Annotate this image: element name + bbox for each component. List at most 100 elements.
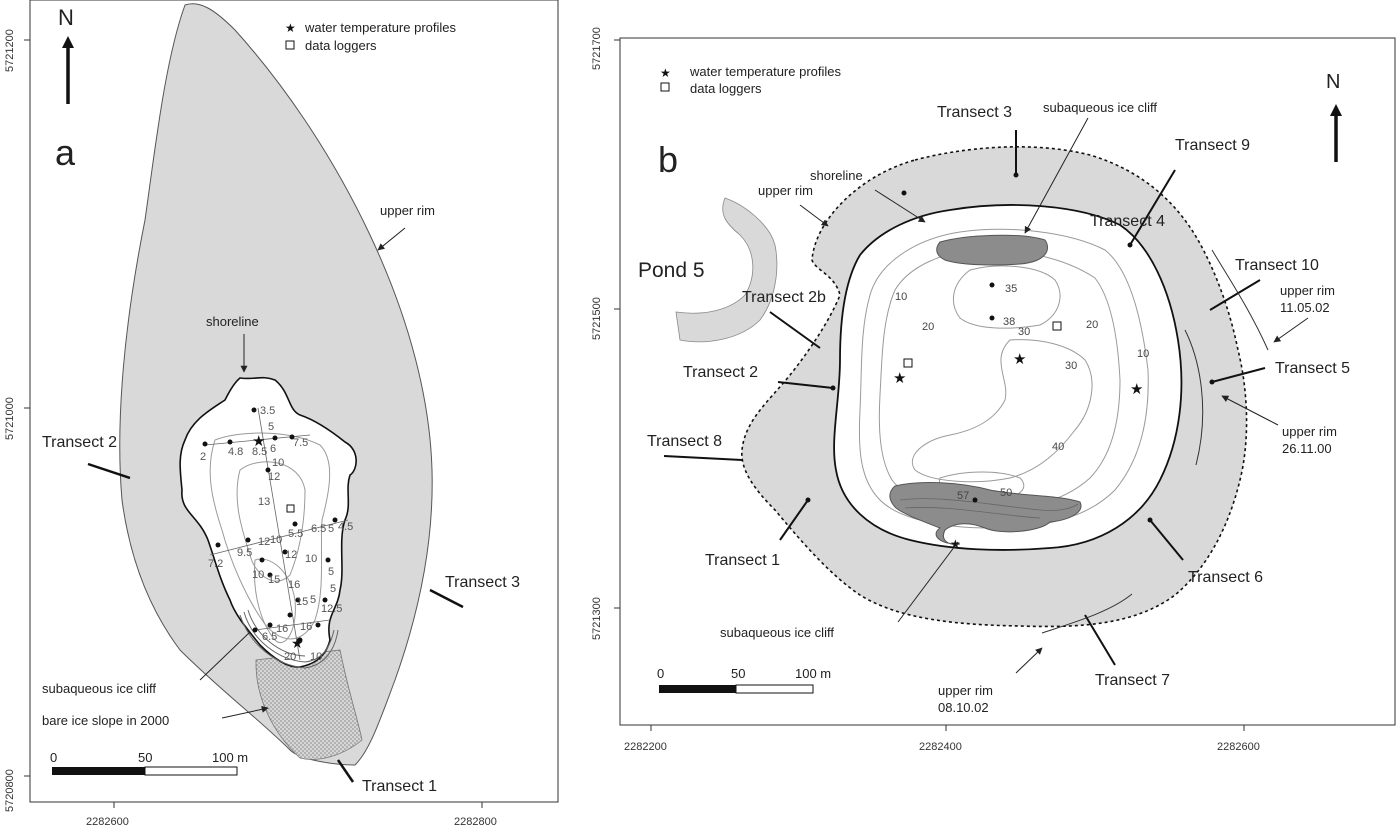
legend-square-label: data loggers <box>690 81 762 96</box>
depth-label: 10 <box>310 651 322 663</box>
scale-zero: 0 <box>657 666 664 681</box>
scale-bar-a: 0 50 100 m <box>50 750 248 776</box>
bare-ice-label: bare ice slope in 2000 <box>42 713 169 728</box>
pond-b-water <box>833 204 1183 551</box>
depth-label: 10 <box>270 534 282 546</box>
axis-ticks-b: 5721700 5721500 5721300 2282200 2282400 … <box>591 27 1260 753</box>
pond-5-area <box>675 197 778 343</box>
transect-7-label: Transect 7 <box>1095 672 1170 689</box>
legend-square-label: data loggers <box>305 38 377 53</box>
panel-letter: b <box>658 139 678 180</box>
contour-label: 20 <box>1086 319 1098 331</box>
depth-label: 13 <box>258 496 270 508</box>
depth-label: 5.5 <box>288 528 303 540</box>
contour-label: 10 <box>895 291 907 303</box>
upper-rim-label: upper rim <box>380 203 435 218</box>
depth-label: 12 <box>268 471 280 483</box>
data-logger-square-icon <box>1052 321 1062 331</box>
scale-zero: 0 <box>50 750 57 765</box>
square-legend-icon <box>660 82 670 92</box>
contour-labels-b: 10 20 30 20 10 30 40 50 <box>895 291 1149 499</box>
scale-end: 100 m <box>795 666 831 681</box>
depth-points-b <box>972 282 995 503</box>
legend-star-label: water temperature profiles <box>689 64 842 79</box>
depth-label: 20 <box>284 651 296 663</box>
depth-label: 2 <box>200 451 206 463</box>
legend-star-label: water temperature profiles <box>304 20 457 35</box>
depth-labels-a: 3.5 5 7.5 2 4.8 8.5 6 10 12 13 5 6.5 4.5… <box>200 405 353 663</box>
depth-label: 6 <box>270 443 276 455</box>
star-legend-icon: ★ <box>285 21 296 35</box>
scale-mid: 50 <box>138 750 152 765</box>
depth-label: 12 <box>258 536 270 548</box>
transect-3-label: Transect 3 <box>937 104 1012 121</box>
historic-rims-b <box>1041 249 1269 634</box>
panel-b: 10 20 30 20 10 30 40 50 35 38 57 ★ ★ ★ ★ <box>591 27 1396 753</box>
x-tick-label: 2282600 <box>86 816 129 828</box>
temperature-profile-star-icon: ★ <box>252 433 265 450</box>
depth-label: 7.5 <box>293 437 308 449</box>
contours-a <box>209 432 331 643</box>
transect-6-label: Transect 6 <box>1188 569 1263 586</box>
depth-label: 6.5 <box>311 523 326 535</box>
north-arrow-a: N <box>58 5 74 104</box>
axis-ticks-a: 5721200 5721000 5720800 2282600 2282800 <box>4 29 497 828</box>
depth-label: 4.5 <box>338 521 353 533</box>
depth-label: 4.8 <box>228 446 243 458</box>
transect-stubs-a <box>87 462 464 783</box>
depth-label: 38 <box>1003 316 1015 328</box>
transect-2b-label: Transect 2b <box>742 289 826 306</box>
x-tick-label: 2282800 <box>454 816 497 828</box>
ice-cliff-bottom-b <box>889 482 1082 545</box>
rim-2611-date: 26.11.00 <box>1282 441 1332 456</box>
transect-1-label: Transect 1 <box>705 552 780 569</box>
shoreline-b-label: shoreline <box>810 168 863 183</box>
depth-label: 12.5 <box>321 603 342 615</box>
transect-3-label: Transect 3 <box>445 574 520 591</box>
data-logger-square-icon <box>903 358 913 368</box>
rim-0810-date: 08.10.02 <box>938 700 989 715</box>
depth-label: 16 <box>276 623 288 635</box>
depth-label: 10 <box>272 457 284 469</box>
transect-1-label: Transect 1 <box>362 778 437 795</box>
temperature-profile-star-icon: ★ <box>291 635 304 651</box>
x-tick-label: 2282200 <box>624 741 667 753</box>
x-tick-label: 2282400 <box>919 741 962 753</box>
depth-label: 10 <box>305 553 317 565</box>
transect-8-label: Transect 8 <box>647 433 722 450</box>
legend-a: ★ water temperature profiles data logger… <box>285 20 457 53</box>
depth-label: 12 <box>285 549 297 561</box>
rim-1105-date: 11.05.02 <box>1280 300 1330 315</box>
ice-cliff-top-label: subaqueous ice cliff <box>1043 100 1157 115</box>
scale-end: 100 m <box>212 750 248 765</box>
star-legend-icon: ★ <box>660 66 671 80</box>
depth-label: 57 <box>957 490 969 502</box>
contour-label: 40 <box>1052 441 1064 453</box>
rim-2611-label: upper rim <box>1282 424 1337 439</box>
annotation-arrows-a <box>199 227 406 719</box>
panel-letter: a <box>55 132 76 173</box>
contour-label: 50 <box>1000 487 1012 499</box>
depth-label: 16 <box>288 579 300 591</box>
depth-label: 5 <box>268 421 274 433</box>
north-label: N <box>58 5 74 30</box>
transect-10-label: Transect 10 <box>1235 257 1319 274</box>
x-tick-label: 2282600 <box>1217 741 1260 753</box>
pond-5-label: Pond 5 <box>638 259 705 282</box>
ice-cliff-label: subaqueous ice cliff <box>42 681 156 696</box>
y-tick-label: 5721000 <box>4 397 16 440</box>
y-tick-label: 5721500 <box>591 297 603 340</box>
transect-ends-b <box>805 172 1215 523</box>
transect-2-label: Transect 2 <box>683 364 758 381</box>
depth-label: 9.5 <box>237 547 252 559</box>
contour-label: 30 <box>1065 360 1077 372</box>
north-arrow-b: N <box>1326 71 1342 162</box>
y-tick-label: 5720800 <box>4 769 16 812</box>
ice-cliff-top-b <box>936 234 1049 266</box>
temperature-profile-star-icon: ★ <box>1013 351 1026 368</box>
scale-bar-b: 0 50 100 m <box>657 666 831 694</box>
y-tick-label: 5721200 <box>4 29 16 72</box>
temperature-profile-star-icon: ★ <box>950 537 961 551</box>
temperature-profile-star-icon: ★ <box>893 370 906 387</box>
